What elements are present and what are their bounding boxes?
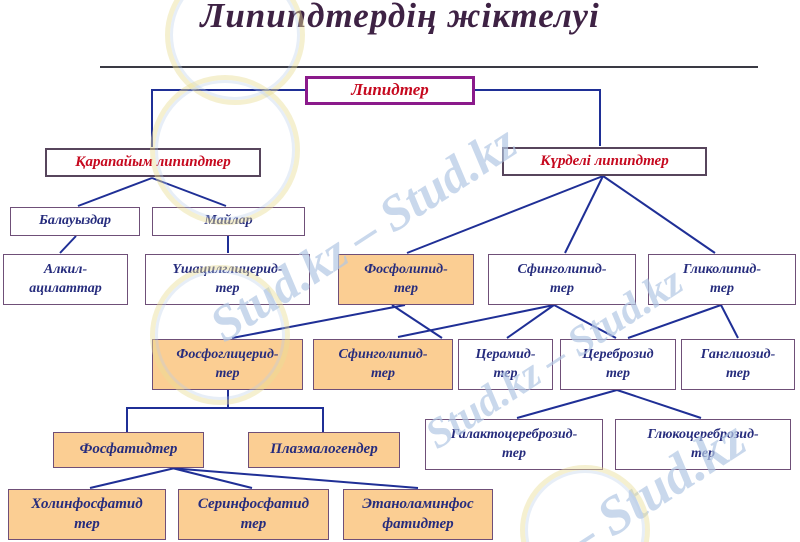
node-plazmalogender: Плазмалогендер	[248, 432, 400, 468]
title-separator	[100, 66, 758, 68]
node-label-line: Фосфатидтер	[79, 441, 178, 458]
node-label-line: тер	[215, 365, 240, 381]
node-holinfosfatidter: Холинфосфатид тер	[8, 489, 166, 540]
node-label-line: Серинфосфатид	[197, 496, 310, 512]
connector-line	[506, 304, 555, 339]
node-label-line: Қарапайым липипдтер	[75, 153, 231, 170]
node-kurdeli-lipidter: Күрделі липипдтер	[502, 147, 707, 176]
node-label-line: тер	[240, 515, 267, 532]
node-label-line: Гликолипид-	[682, 262, 762, 278]
node-label-line: Липидтер	[351, 80, 429, 100]
node-alkil-acilattar: Алкил-ацилаттар	[3, 254, 128, 305]
node-qarapaiym-lipidter: Қарапайым липипдтер	[45, 148, 261, 177]
node-fosfogliceridter: Фосфоглицерид-тер	[152, 339, 303, 390]
node-fosfolipidter: Фосфолипид-тер	[338, 254, 474, 305]
node-fosfatidter: Фосфатидтер	[53, 432, 204, 468]
node-label-line: тер	[493, 365, 518, 381]
node-glukocerebrozidter: Глюкоцереброзид-тер	[615, 419, 791, 470]
node-label-line: тер	[371, 365, 395, 381]
connector-line	[391, 304, 443, 339]
connector-line	[516, 389, 618, 419]
node-label-line: Плазмалогендер	[270, 441, 378, 458]
node-sfingolipidter-1: Сфинголипид-тер	[488, 254, 636, 305]
node-label-line: Фосфолипид-	[364, 262, 448, 278]
connector-line	[627, 304, 722, 339]
node-label-line: Балауыздар	[38, 213, 112, 229]
node-ushacilgliceridter: Үшацилглицерид-тер	[145, 254, 310, 305]
connector-line	[77, 177, 153, 207]
connector-line	[616, 389, 702, 419]
node-label-line: Сфинголипид-	[338, 347, 428, 363]
node-label-line: Цереброзид	[582, 347, 654, 363]
node-cerebrozidter: Цереброзид тер	[560, 339, 676, 390]
node-label-line: Галактоцереброзид-	[450, 427, 578, 443]
node-label-line: Майлар	[204, 213, 253, 229]
node-label-line: Үшацилглицерид-	[172, 262, 283, 278]
node-label-line: Алкил-	[43, 262, 88, 278]
connector-line	[475, 89, 601, 146]
connector-line	[126, 407, 324, 432]
node-label-line: фатидтер	[382, 515, 454, 532]
connector-line	[720, 304, 739, 339]
node-label-line: Глюкоцереброзид-	[647, 427, 759, 443]
node-lipidter: Липидтер	[305, 76, 475, 105]
node-label-line: Күрделі липипдтер	[540, 152, 669, 169]
node-etanolaminfosfatidter: Этаноламинфос фатидтер	[343, 489, 493, 540]
connector-line	[171, 467, 253, 489]
page-title: Липипдтердің жіктелуі	[200, 0, 600, 35]
node-label-line: тер	[394, 280, 418, 296]
node-label-line: тер	[74, 515, 100, 532]
connector-line	[553, 304, 617, 339]
connector-line	[151, 177, 227, 207]
node-label-line: ацилаттар	[29, 280, 102, 296]
node-label-line: тер	[502, 445, 526, 461]
connector-line	[151, 89, 305, 147]
node-label-line: Фосфоглицерид-	[176, 347, 279, 363]
node-label-line: тер	[726, 365, 750, 381]
node-label-line: тер	[691, 445, 715, 461]
node-serinfosfatidter: Серинфосфатид тер	[178, 489, 329, 540]
connector-line	[89, 467, 176, 489]
node-label-line: Этаноламинфос	[362, 496, 474, 512]
node-ceramidter: Церамид-тер	[458, 339, 553, 390]
node-sfingolipidter-2: Сфинголипид-тер	[313, 339, 453, 390]
node-galaktocerebrozidter: Галактоцереброзид-тер	[425, 419, 603, 470]
node-label-line: тер	[710, 280, 734, 296]
node-balauyzdar: Балауыздар	[10, 207, 140, 236]
connector-line	[406, 175, 604, 254]
node-label-line: тер	[215, 280, 240, 296]
node-label-line: тер	[606, 365, 630, 381]
connector-line	[231, 304, 406, 339]
node-label-line: Холинфосфатид	[31, 496, 143, 512]
node-label-line: Ганглиозид-	[700, 347, 776, 363]
node-label-line: Церамид-	[475, 347, 536, 363]
node-mailar: Майлар	[152, 207, 305, 236]
node-label-line: Сфинголипид-	[517, 262, 607, 278]
connector-line	[564, 175, 604, 254]
node-glikolipidter: Гликолипид-тер	[648, 254, 796, 305]
connector-line	[602, 175, 716, 254]
connector-line	[169, 467, 419, 489]
node-label-line: тер	[550, 280, 574, 296]
connector-line	[397, 304, 555, 338]
node-gangliozidter: Ганглиозид-тер	[681, 339, 795, 390]
connector-line	[59, 235, 77, 254]
